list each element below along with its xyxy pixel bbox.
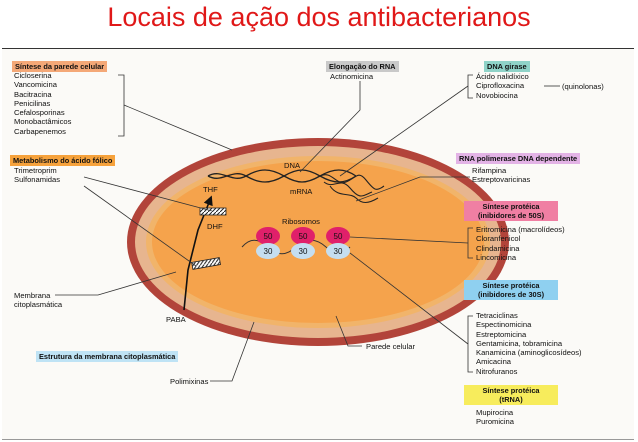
ribosome-3-50-label: 50 <box>334 232 343 241</box>
rna-polymerase-list: Rifampina Estreptovaricinas <box>472 166 530 185</box>
list-item: Monobactâmicos <box>14 117 72 127</box>
protein-trna-header: Síntese protéica (tRNA) <box>464 385 558 405</box>
dna-gyrase-header: DNA girase <box>484 61 530 72</box>
protein-50s-list: Eritromicina (macrolídeos) Cloranfenicol… <box>476 225 565 262</box>
list-item: Gentamicina, tobramicina <box>476 338 563 348</box>
quinolonas-note: (quinolonas) <box>562 82 604 91</box>
dna-gyrase-list: Ácido nalidíxico Ciprofloxacina Novobioc… <box>476 72 529 100</box>
dhf-block-hatch <box>191 257 221 270</box>
paba-label: PABA <box>166 315 186 324</box>
dhf-label: DHF <box>207 222 223 231</box>
list-item: Amicacina <box>476 357 512 367</box>
folate-metabolism-list: Trimetroprim Sulfonamidas <box>14 166 60 185</box>
list-item: Penicilinas <box>14 98 51 108</box>
protein-trna-list: Mupirocina Puromicina <box>476 408 514 427</box>
mrna-label: mRNA <box>290 187 313 196</box>
ribosomes-label: Ribosomos <box>282 217 320 226</box>
protein-30s-header: Síntese protéica (inibidores de 30S) <box>464 280 558 300</box>
rna-polymerase-header: RNA polimerase DNA dependente <box>456 153 581 164</box>
ribosome-2-50-label: 50 <box>299 232 308 241</box>
ribosome-3-30-label: 30 <box>334 247 343 256</box>
thf-label: THF <box>203 185 218 194</box>
mrna-strand-3 <box>329 185 379 204</box>
ribosome-2: 50 30 <box>291 227 315 259</box>
dna-label: DNA <box>284 161 301 170</box>
list-item: Puromicina <box>476 417 514 427</box>
folate-metabolism-header: Metabolismo do ácido fólico <box>10 155 116 166</box>
list-item: Ácido nalidíxico <box>476 72 529 81</box>
ribosome-3: 50 30 <box>326 227 350 259</box>
list-item: Cloranfenicol <box>476 234 521 244</box>
thf-block-hatch <box>199 207 227 216</box>
list-item: Estreptovaricinas <box>472 175 531 185</box>
cell-wall-label: Parede celular <box>366 342 415 351</box>
list-item: Vancomicina <box>14 80 57 90</box>
list-item: Sulfonamidas <box>14 175 61 185</box>
polimixinas-label: Polimixinas <box>170 377 209 386</box>
ribosome-1-30-label: 30 <box>264 247 273 256</box>
ribosome-1-50-label: 50 <box>264 232 273 241</box>
list-item: Mupirocina <box>476 408 514 417</box>
membrane-label: Membrana citoplasmática <box>14 291 63 310</box>
dna-strand-2 <box>207 169 357 183</box>
list-item: Lincomicina <box>476 252 517 262</box>
protein-30s-list: Tetraciclinas Espectinomicina Estreptomi… <box>476 311 582 376</box>
list-item: Nitrofuranos <box>476 366 518 376</box>
actinomicina-label: Actinomicina <box>330 72 374 81</box>
list-item: Espectinomicina <box>476 320 532 330</box>
protein-50s-header: Síntese protéica (inibidores de 50S) <box>464 201 558 221</box>
rna-elongation-header: Elongação do RNA <box>326 61 399 72</box>
list-item: Rifampina <box>472 166 507 175</box>
cell-wall-synthesis-header: Síntese da parede celular <box>12 61 108 72</box>
list-item: Kanamicina (aminoglicosídeos) <box>476 348 582 358</box>
list-item: Carbapenemos <box>14 126 66 136</box>
list-item: Bacitracina <box>14 89 52 99</box>
ribosome-1: 50 30 <box>256 227 280 259</box>
list-item: Clindamicina <box>476 243 520 253</box>
list-item: Trimetroprim <box>14 166 57 175</box>
mrna-strand <box>319 174 385 190</box>
list-item: Estreptomicina <box>476 329 527 339</box>
leader-lines <box>55 74 560 382</box>
ribosome-2-30-label: 30 <box>299 247 308 256</box>
mrna-strand-2 <box>323 181 373 197</box>
list-item: Ciprofloxacina <box>476 81 525 91</box>
cell-wall-synthesis-list: Cicloserina Vancomicina Bacitracina Peni… <box>14 71 71 136</box>
list-item: Eritromicina (macrolídeos) <box>476 225 565 234</box>
list-item: Cefalosporinas <box>14 108 65 118</box>
membrane-structure-header: Estrutura da membrana citoplasmática <box>36 351 179 362</box>
list-item: Tetraciclinas <box>476 311 518 320</box>
list-item: Novobiocina <box>476 90 518 100</box>
list-item: Cicloserina <box>14 71 52 80</box>
page-title: Locais de ação dos antibacterianos <box>107 2 531 32</box>
